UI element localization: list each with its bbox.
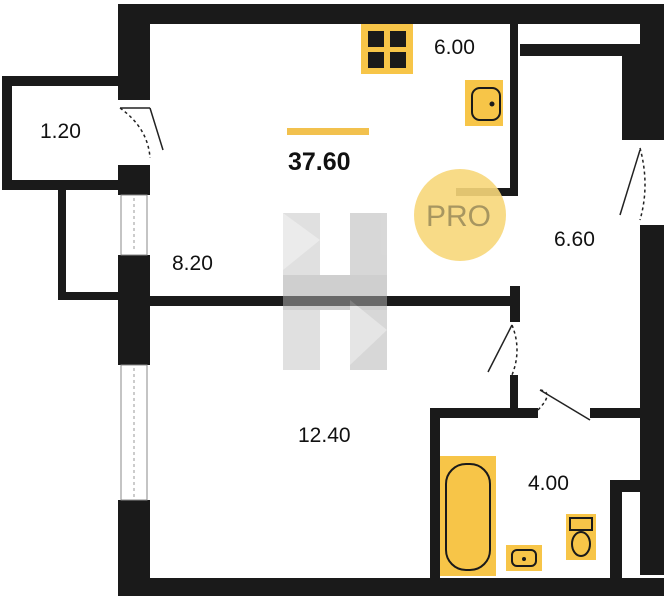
room-area-living: 12.40 xyxy=(298,424,351,447)
toilet-icon xyxy=(566,514,596,560)
doors xyxy=(119,107,646,421)
room-area-hall: 6.60 xyxy=(554,228,595,251)
pro-badge: PRO xyxy=(426,200,491,233)
total-area-bar xyxy=(287,128,369,135)
bathroom-sink-icon xyxy=(506,545,542,571)
watermark-logo xyxy=(283,213,387,370)
stove-icon xyxy=(361,24,413,74)
room-area-loggia-side: 8.20 xyxy=(172,252,213,275)
walls xyxy=(2,4,664,596)
room-area-balcony: 1.20 xyxy=(40,120,81,143)
kitchen-sink-icon xyxy=(465,80,503,126)
bathtub-icon xyxy=(440,456,496,576)
total-area: 37.60 xyxy=(288,148,351,176)
pro-badge-circle xyxy=(414,169,506,261)
room-area-bathroom: 4.00 xyxy=(528,472,569,495)
room-area-kitchen: 6.00 xyxy=(434,36,475,59)
